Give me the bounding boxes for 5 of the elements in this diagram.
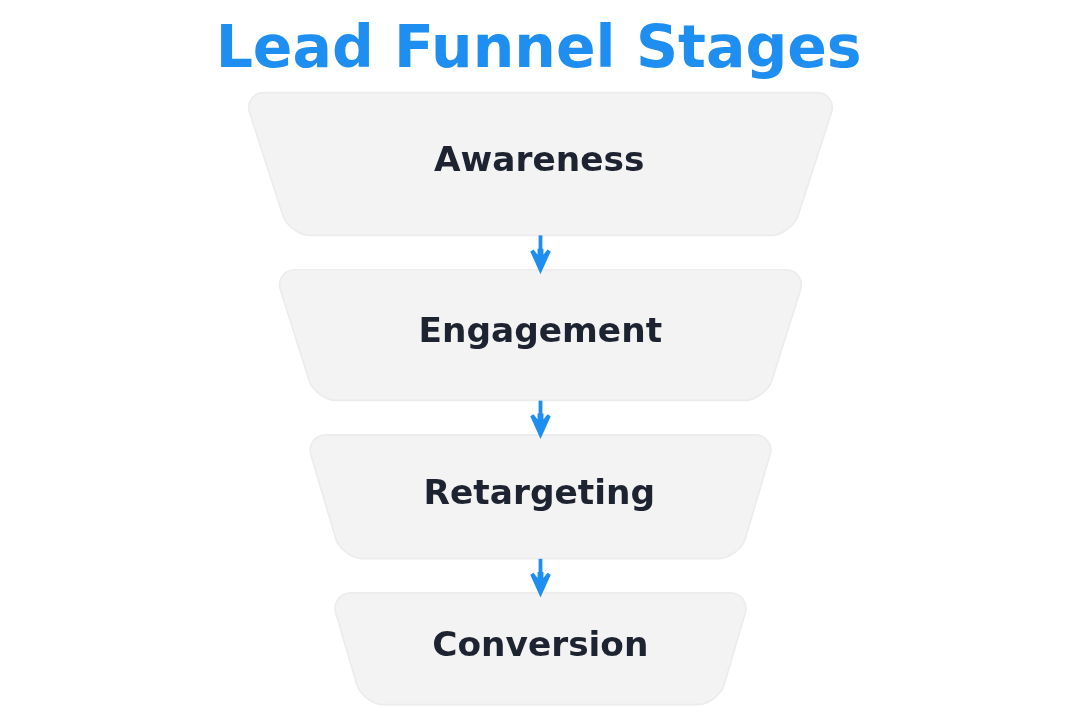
diagram-title: Lead Funnel Stages xyxy=(215,13,862,82)
node-box: Conversion xyxy=(333,592,747,706)
node-box: Retargeting xyxy=(308,433,772,560)
node-box: Engagement xyxy=(278,268,802,402)
node-box: Awareness xyxy=(247,91,833,237)
